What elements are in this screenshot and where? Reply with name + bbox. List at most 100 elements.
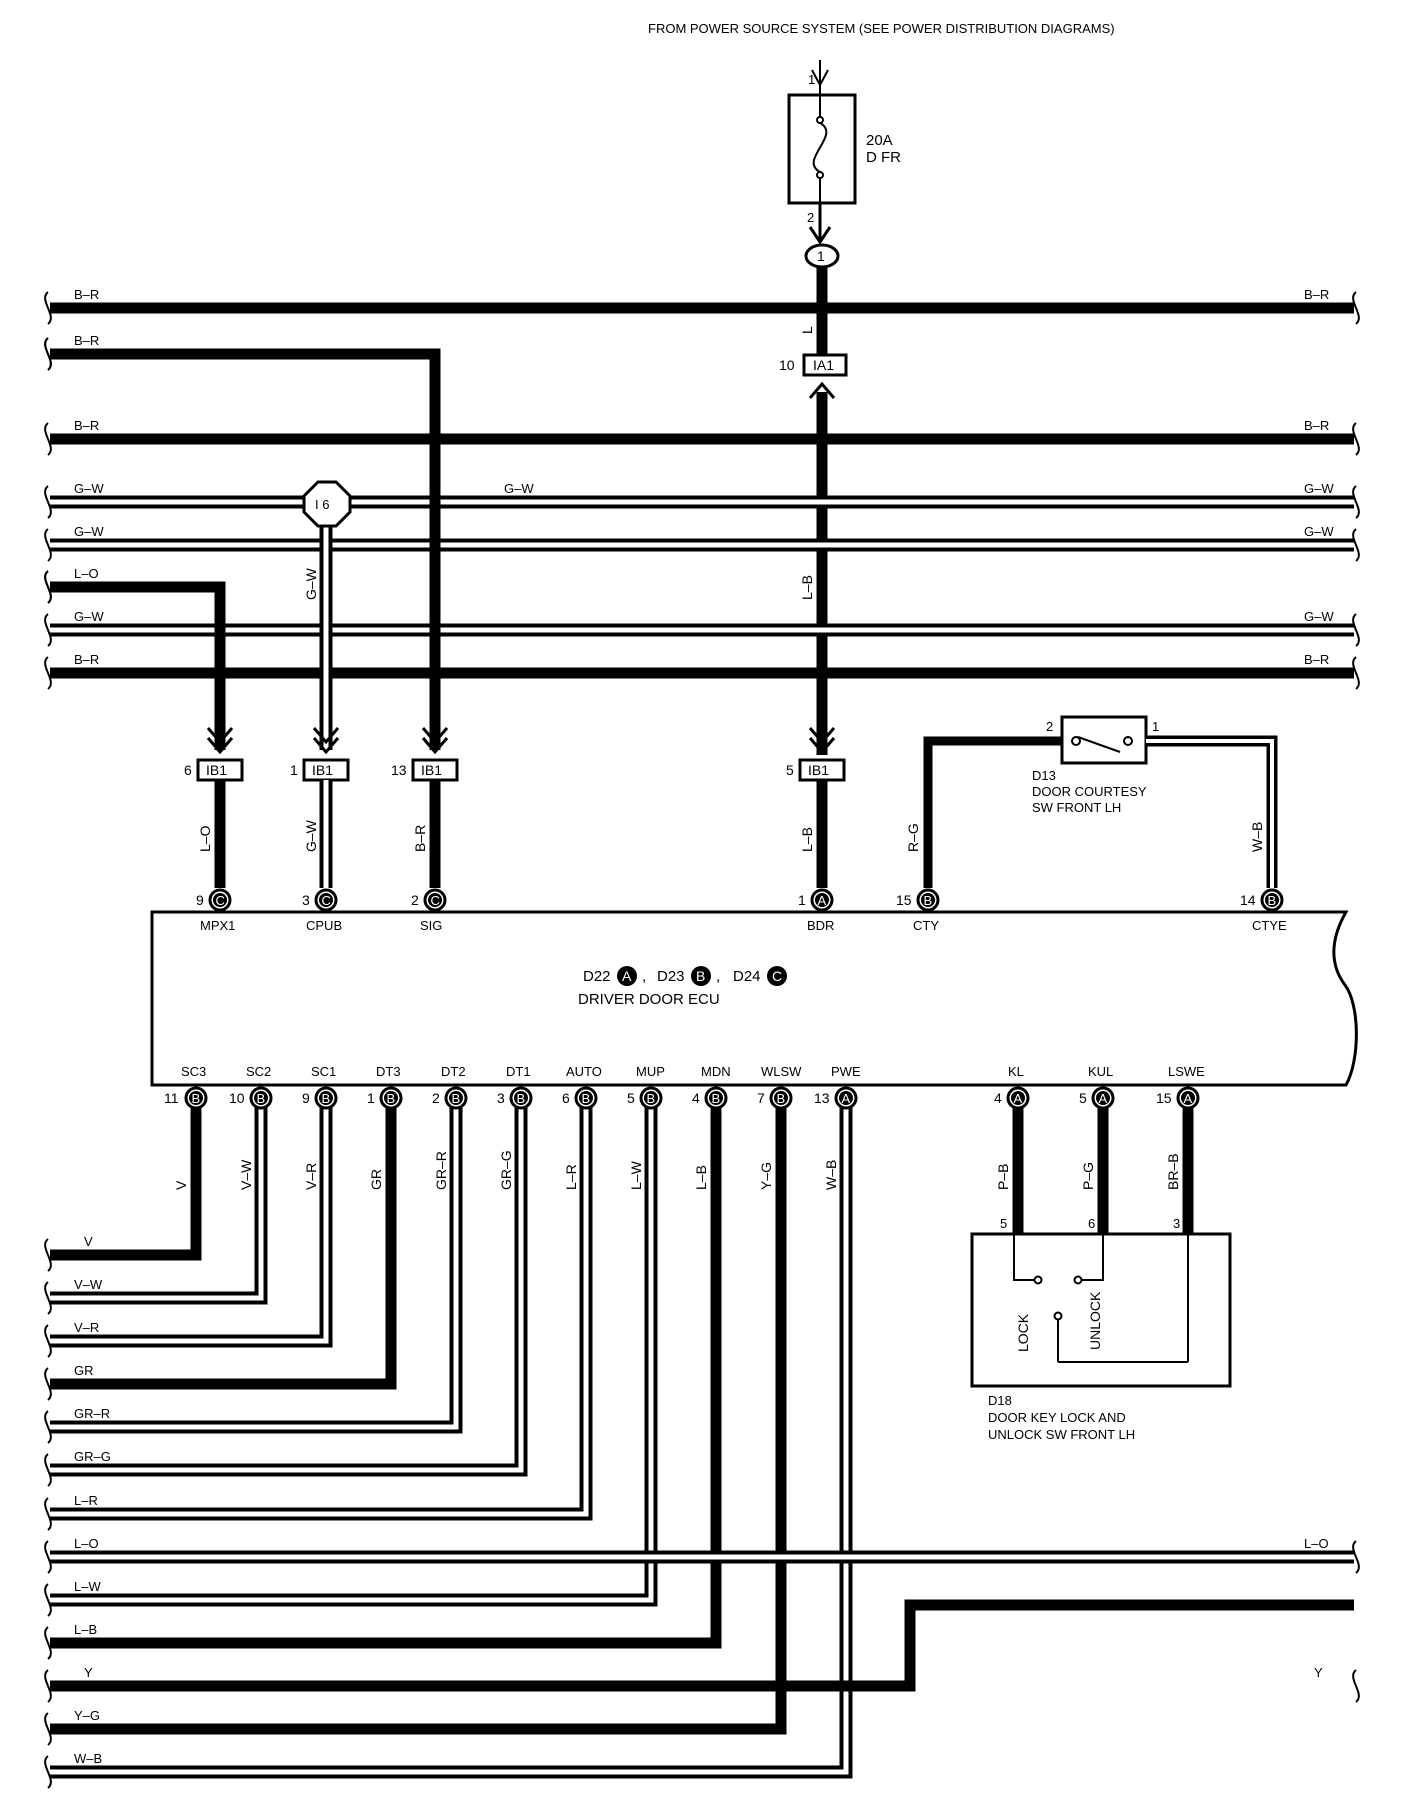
junction-connector-1: 1 [804, 243, 840, 269]
d18-line1: DOOR KEY LOCK AND [988, 1410, 1126, 1425]
bus-wire-label: B–R [74, 333, 99, 348]
terminal-letter: B [257, 1091, 266, 1106]
terminal-wire-label: W–B [823, 1160, 839, 1190]
bottom-bus-wire: Y–G [44, 1708, 100, 1746]
wire-y-through [50, 1599, 1354, 1692]
svg-text:1: 1 [817, 248, 825, 264]
door-courtesy-switch: 2 1 D13 DOOR COURTESY SW FRONT LH [1032, 715, 1159, 815]
ib1-pin: 6 [184, 762, 192, 778]
fuse-rating: 20A [866, 132, 893, 149]
bottom-bus-wire: L–R [44, 1493, 98, 1531]
d18-unlock-label: UNLOCK [1087, 1291, 1103, 1350]
ib1-label: IB1 [808, 762, 829, 778]
terminal-name: BDR [807, 918, 834, 933]
bus-wire-right-label: G–W [1304, 609, 1334, 624]
terminal-wire-label: Y–G [758, 1162, 774, 1190]
ib1-label: IB1 [206, 762, 227, 778]
bus-wire-label: G–W [74, 481, 104, 496]
terminal-name: CTY [913, 918, 939, 933]
terminal-name: DT3 [376, 1064, 401, 1079]
bus-wire-label: G–W [74, 524, 104, 539]
bottom-bus-wire: V–R [44, 1320, 99, 1358]
d13-line2: SW FRONT LH [1032, 800, 1121, 815]
terminal-name: MUP [636, 1064, 665, 1079]
terminal-wire-label: V–R [303, 1163, 319, 1190]
svg-text:C: C [772, 968, 782, 984]
svg-text:A: A [622, 968, 632, 984]
terminal-pin: 4 [994, 1090, 1002, 1106]
terminal-letter: C [322, 893, 331, 908]
terminal-name: KUL [1088, 1064, 1113, 1079]
terminal-name: SC3 [181, 1064, 206, 1079]
bottom-bus-label: W–B [74, 1751, 102, 1766]
terminal-pin: 6 [562, 1090, 570, 1106]
terminal-pin: 2 [432, 1090, 440, 1106]
terminal-wire-label: L–R [563, 1164, 579, 1190]
terminal-letter: C [216, 893, 225, 908]
ib1-label: IB1 [312, 762, 333, 778]
terminal-name: WLSW [761, 1064, 802, 1079]
bottom-bus-wire: GR–R [44, 1406, 110, 1444]
terminal-letter: B [712, 1091, 721, 1106]
bottom-bus-right-label: L–O [1304, 1536, 1329, 1551]
svg-text:B: B [696, 968, 705, 984]
wire-label-g-w-upper: G–W [303, 567, 319, 600]
ib1-pin: 13 [391, 762, 407, 778]
terminal-letter: B [777, 1091, 786, 1106]
ib1-pin: 1 [290, 762, 298, 778]
bottom-bus-wire: GR [44, 1363, 94, 1401]
terminal-letter: A [1099, 1091, 1108, 1106]
bus-wire-right-label: G–W [1304, 524, 1334, 539]
ecu-name: DRIVER DOOR ECU [578, 991, 720, 1008]
svg-text:D23: D23 [657, 968, 685, 985]
terminal-name: MDN [701, 1064, 731, 1079]
terminal-name: DT1 [506, 1064, 531, 1079]
terminal-pin: 4 [692, 1090, 700, 1106]
bus-wire: B–R B–R [44, 287, 1360, 325]
bus-wire: G–W G–W [44, 524, 1360, 562]
d13-line1: DOOR COURTESY [1032, 784, 1147, 799]
svg-text:IA1: IA1 [813, 357, 834, 373]
bus-wire-label: B–R [74, 287, 99, 302]
bottom-bus-label: GR–G [74, 1449, 111, 1464]
terminal-name: CPUB [306, 918, 342, 933]
terminal-pin: 11 [164, 1090, 179, 1106]
ia1-pin: 10 [779, 357, 795, 373]
ib1-wire-label: L–B [799, 827, 815, 852]
bus-wire-label: L–O [74, 566, 99, 581]
terminal-pin: 2 [411, 892, 419, 908]
bus-wire-right-label: B–R [1304, 287, 1329, 302]
terminal-name: LSWE [1168, 1064, 1205, 1079]
svg-text:D24: D24 [733, 968, 761, 985]
bottom-bus-right-label: Y [1314, 1665, 1323, 1680]
terminal-name: SIG [420, 918, 442, 933]
terminal-letter: A [842, 1091, 851, 1106]
svg-text:,: , [642, 968, 646, 985]
terminal-pin: 7 [757, 1090, 765, 1106]
bottom-bus-label: Y–G [74, 1708, 100, 1723]
terminal-name: CTYE [1252, 918, 1287, 933]
terminal-wire-label: GR–R [433, 1151, 449, 1190]
